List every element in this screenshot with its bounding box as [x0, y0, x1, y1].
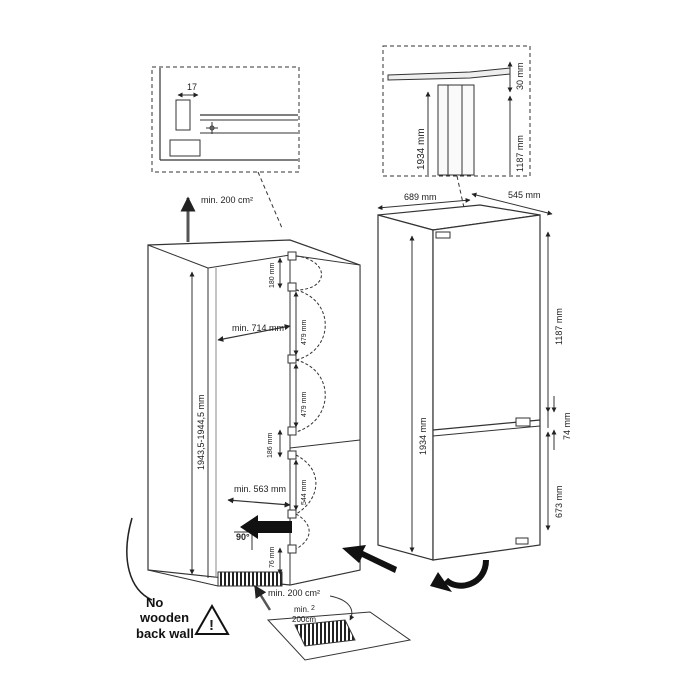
niche-height-label: 1943,5-1944,5 mm [196, 394, 206, 470]
niche-depth-label: min. 714 mm [232, 323, 284, 333]
warning-line-2: wooden [139, 610, 189, 625]
detail-box-right: 1934 mm 30 mm 1187 mm [382, 45, 531, 177]
grille-label-3: 200cm [292, 615, 316, 624]
vent-bottom-label: min. 200 cm² [268, 588, 320, 598]
width-label: 689 mm [404, 192, 437, 202]
hinge-dim-6: 76 mm [269, 546, 276, 568]
bottom-vent: min. 200 cm² min. 2 200cm [253, 584, 412, 661]
warning-line-3: back wall [136, 626, 194, 641]
niche-lower-depth-label: min. 563 mm [234, 484, 286, 494]
total-height-label: 1934 mm [418, 417, 428, 455]
rotate-arrow-head-icon [430, 572, 452, 592]
hinge-dim-1: 180 mm [269, 263, 276, 288]
detail-right-upper: 1187 mm [515, 135, 525, 172]
warning-block: No wooden back wall ! [126, 517, 230, 641]
exclamation-icon: ! [209, 617, 214, 634]
hinge-marks [287, 251, 326, 554]
grille-label-1: min. [294, 605, 309, 614]
rotate-arrow [443, 559, 489, 589]
lower-height-label: 673 mm [554, 485, 564, 518]
hinge-dim-5: 544 mm [301, 480, 308, 505]
push-arrow-left [240, 515, 292, 539]
hinge-dim-2: 479 mm [301, 320, 308, 345]
angle-label: 90° [236, 532, 250, 542]
appliance-fridge: 689 mm 545 mm 1187 mm 1934 mm 74 mm 673 … [377, 190, 572, 561]
vent-top-label: min. 200 cm² [201, 195, 253, 205]
depth-label: 545 mm [508, 190, 541, 200]
detail-leader-left [257, 171, 283, 229]
niche-cabinet: min. 200 cm² 1943,5-1944,5 mm min. 714 m… [147, 195, 361, 587]
warning-line-1: No [146, 595, 163, 610]
hinge-dim-3: 479 mm [301, 392, 308, 417]
grille-label-2: 2 [311, 605, 315, 612]
detail-left-dim: 17 [187, 82, 197, 92]
detail-right-total: 1934 mm [416, 128, 427, 170]
detail-right-topgap: 30 mm [515, 62, 525, 90]
hinge-dim-4: 186 mm [267, 433, 274, 458]
warning-triangle-icon [194, 603, 230, 635]
push-arrow-right [342, 545, 397, 573]
detail-box-left: 17 [151, 66, 300, 173]
upper-height-label: 1187 mm [554, 308, 564, 345]
gap-label: 74 mm [562, 412, 572, 440]
